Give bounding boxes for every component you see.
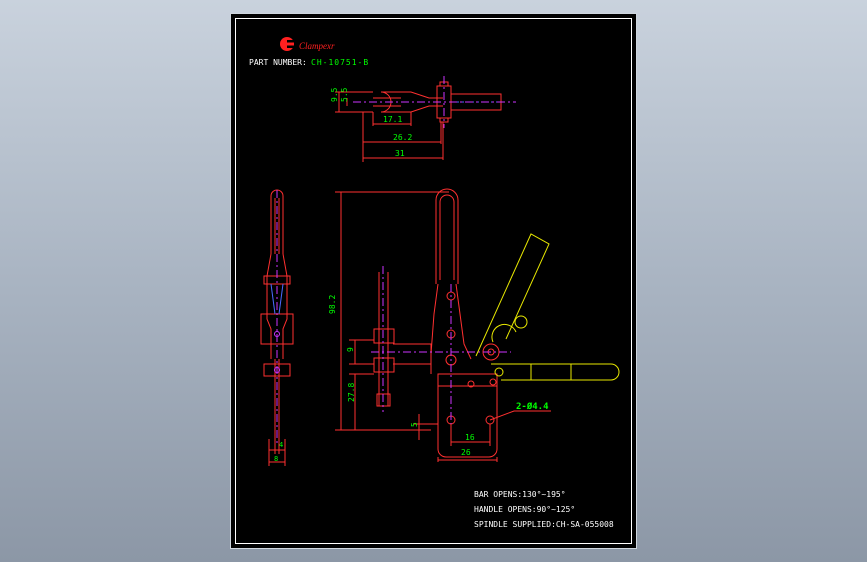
dim-26: 26 [461, 448, 471, 457]
dim-31: 31 [395, 149, 405, 158]
part-number-value: CH-10751-B [311, 58, 369, 67]
dim-16: 16 [465, 433, 475, 442]
spec-handle-opens: HANDLE OPENS:90°~125° [474, 505, 575, 514]
dim-9: 9 [346, 347, 355, 352]
spec-notes: BAR OPENS:130°~195° HANDLE OPENS:90°~125… [474, 490, 614, 529]
spec-spindle: SPINDLE SUPPLIED:CH-SA-055008 [474, 520, 614, 529]
dim-4: 4 [279, 441, 283, 449]
dim-27-8: 27.8 [347, 383, 356, 402]
dim-8: 8 [274, 455, 278, 463]
dim-98-2: 98.2 [328, 295, 337, 314]
dim-9-5: 9.5 [330, 87, 339, 102]
brand-name: Clampexr [299, 41, 335, 51]
dim-17-1: 17.1 [383, 115, 402, 124]
clamptek-c-logo-icon [280, 37, 296, 51]
drawing-frame [235, 18, 632, 544]
front-view [335, 188, 551, 462]
dim-5-5: 5.5 [340, 87, 349, 102]
cad-drawing: Clampexr PART NUMBER: CH-10751-B [249, 37, 620, 529]
spec-bar-opens: BAR OPENS:130°~195° [474, 490, 566, 499]
dim-26-2: 26.2 [393, 133, 412, 142]
top-view [335, 76, 516, 162]
dim-5: 5 [410, 422, 419, 427]
part-number-label: PART NUMBER: [249, 58, 307, 67]
drawing-sheet: Clampexr PART NUMBER: CH-10751-B [230, 13, 637, 549]
front-view-dimensions: 98.2 9 27.8 5 16 26 2-Ø4.4 [328, 295, 549, 457]
front-view-open-position [475, 233, 620, 381]
dim-hole-callout: 2-Ø4.4 [516, 401, 549, 412]
side-view-dimensions: 4 8 [274, 441, 283, 463]
side-view [260, 189, 294, 466]
top-view-dimensions: 9.5 5.5 17.1 26.2 31 [330, 87, 412, 158]
